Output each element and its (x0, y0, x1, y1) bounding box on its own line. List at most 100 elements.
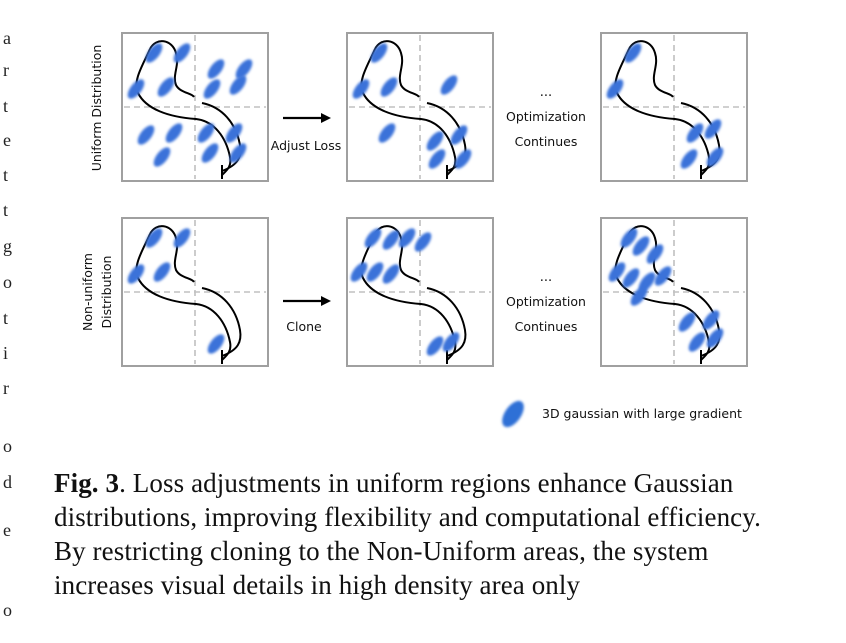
gaussian-ellipse (370, 43, 388, 63)
gaussian-ellipse (688, 332, 706, 352)
gaussian-ellipse (454, 149, 472, 169)
row1-panel1 (121, 32, 269, 182)
gaussian-ellipse (350, 262, 368, 282)
row-label-uniform: Uniform Distribution (89, 45, 104, 172)
gaussian-ellipse (622, 268, 640, 288)
caption-text: . Loss adjustments in uniform regions en… (54, 468, 761, 600)
gaussian-ellipse (364, 228, 382, 248)
adjust-loss-arrow (283, 113, 331, 123)
continues-label-row1: Continues (515, 134, 578, 149)
optimization-label-row1: Optimization (506, 109, 586, 124)
continues-label-row2: Continues (515, 319, 578, 334)
gaussian-ellipse (197, 123, 215, 143)
gaussian-ellipse (137, 125, 155, 145)
gaussian-ellipse (207, 334, 225, 354)
adjust-loss-label: Adjust Loss (271, 138, 341, 153)
clone-label: Clone (286, 319, 322, 334)
row1-panel2-gaussians (352, 43, 472, 169)
gaussian-ellipse (608, 262, 626, 282)
gaussian-ellipse (145, 43, 163, 63)
gaussian-ellipse (706, 328, 724, 348)
gaussian-ellipse (203, 79, 221, 99)
row-label-nonuniform-line2: Distribution (99, 256, 114, 329)
gaussian-ellipse (173, 228, 191, 248)
gaussian-ellipse (380, 77, 398, 97)
gaussian-ellipse (145, 228, 163, 248)
row2-panel3 (600, 217, 748, 367)
margin-glyph: r (3, 378, 9, 398)
gaussian-ellipse (382, 264, 400, 284)
row2-panel1-gaussians (127, 228, 225, 354)
gaussian-ellipse (398, 228, 416, 248)
gaussian-ellipse (201, 143, 219, 163)
row2-panel3-gaussians (608, 228, 724, 352)
gaussian-ellipse (678, 312, 696, 332)
gaussian-ellipse (440, 75, 458, 95)
legend: 3D gaussian with large gradient (502, 400, 742, 428)
gaussian-ellipse (630, 286, 648, 306)
gaussian-ellipse (706, 147, 724, 167)
margin-glyph: o (3, 436, 12, 456)
gaussian-ellipse (680, 149, 698, 169)
margin-glyph: o (3, 600, 12, 620)
row-label-nonuniform-line1: Non-uniform (80, 253, 95, 331)
gaussian-ellipse (153, 262, 171, 282)
margin-glyph: t (3, 96, 9, 116)
figure-caption: Fig. 3. Loss adjustments in uniform regi… (54, 466, 794, 602)
ellipsis-row1: ... (540, 85, 552, 100)
ellipsis-row2: ... (540, 270, 552, 285)
gaussian-ellipse (157, 77, 175, 97)
clone-arrow (283, 296, 331, 306)
row1-panel3-gaussians (606, 43, 724, 169)
gaussian-ellipse (235, 59, 253, 79)
margin-glyph: t (3, 308, 9, 328)
margin-glyph: r (3, 60, 9, 80)
gaussian-ellipse (426, 131, 444, 151)
gaussian-ellipse (620, 228, 638, 248)
gaussian-ellipse (207, 59, 225, 79)
row2-panel2-gaussians (350, 228, 460, 356)
margin-glyph: d (3, 472, 12, 492)
gaussian-ellipse (426, 336, 444, 356)
row2-panel1 (121, 217, 269, 367)
gaussian-ellipse (229, 75, 247, 95)
gaussian-ellipse (442, 332, 460, 352)
gaussian-ellipse (704, 119, 722, 139)
gaussian-ellipse (428, 149, 446, 169)
gaussian-ellipse (632, 236, 650, 256)
gaussian-ellipse (414, 232, 432, 252)
row1-panel3 (600, 32, 748, 182)
gaussian-ellipse (646, 244, 664, 264)
gaussian-ellipse (127, 79, 145, 99)
gaussian-ellipse (654, 266, 672, 286)
caption-label: Fig. 3 (54, 468, 120, 498)
margin-glyph: g (3, 236, 12, 256)
gaussian-ellipse (153, 147, 171, 167)
gaussian-ellipse (225, 123, 243, 143)
gaussian-ellipse (686, 123, 704, 143)
margin-glyph: e (3, 520, 11, 540)
optimization-label-row2: Optimization (506, 294, 586, 309)
gaussian-ellipse (173, 43, 191, 63)
gaussian-ellipse (702, 310, 720, 330)
legend-label: 3D gaussian with large gradient (542, 406, 742, 421)
gaussian-ellipse (127, 264, 145, 284)
figure-3-diagram: Uniform Distribution Non-uniform Distrib… (80, 32, 748, 428)
row1-panel1-gaussians (127, 43, 253, 167)
gaussian-ellipse (229, 143, 247, 163)
margin-glyph: e (3, 130, 11, 150)
margin-glyph: o (3, 272, 12, 292)
gaussian-ellipse (378, 123, 396, 143)
gaussian-ellipse (382, 230, 400, 250)
gaussian-ellipse (366, 262, 384, 282)
row1-panel2 (346, 32, 494, 182)
margin-glyph: t (3, 165, 9, 185)
gaussian-ellipse-icon (502, 400, 524, 428)
margin-glyph: a (3, 28, 11, 48)
margin-glyph: t (3, 200, 9, 220)
gaussian-ellipse (606, 79, 624, 99)
gaussian-ellipse (450, 125, 468, 145)
gaussian-ellipse (165, 123, 183, 143)
